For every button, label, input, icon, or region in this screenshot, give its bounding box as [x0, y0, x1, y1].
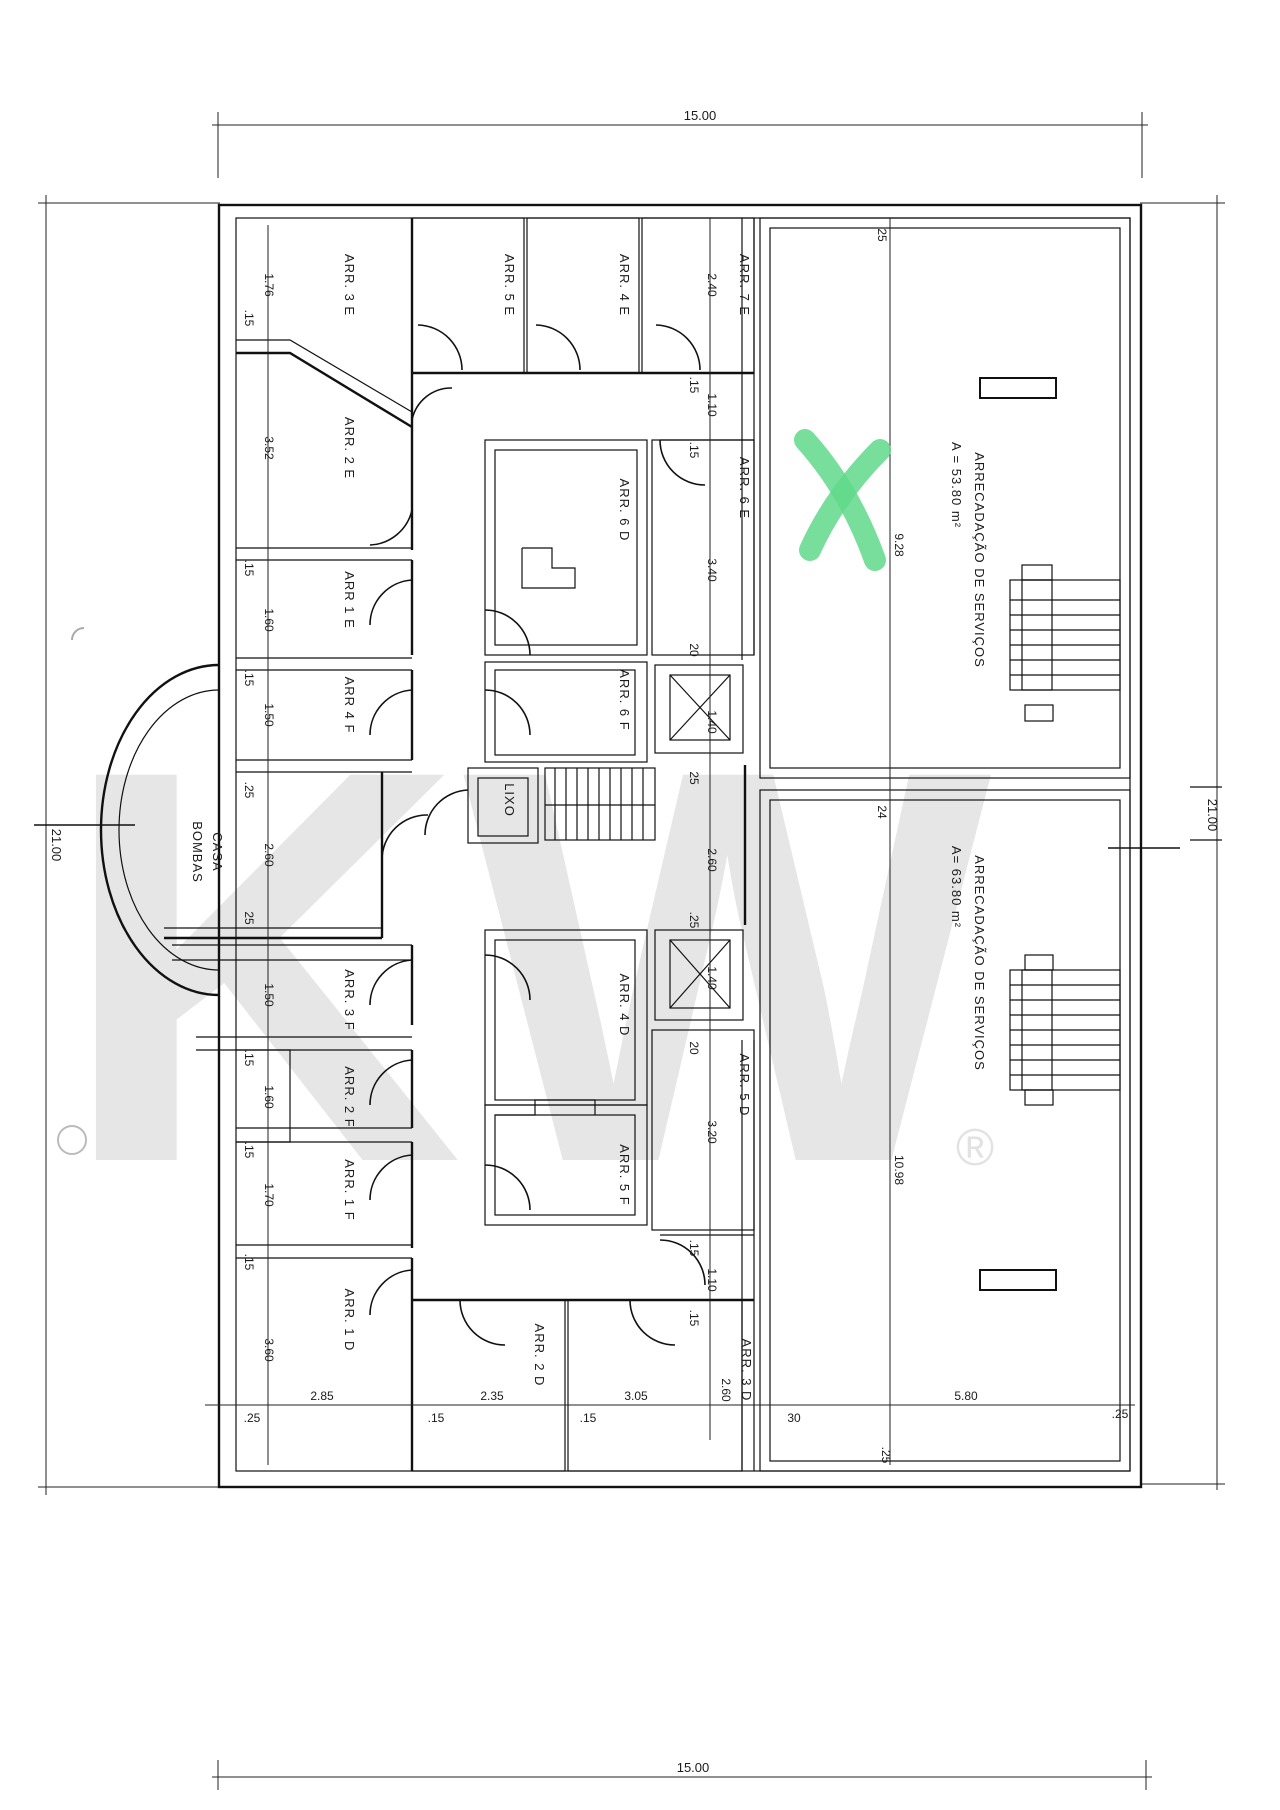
dim-label: .15 — [242, 1050, 256, 1067]
room-label-arr1d: ARR. 1 D — [342, 1289, 357, 1352]
dim-label: 25 — [875, 228, 889, 242]
check-mark-icon — [794, 429, 891, 571]
overall-dimensions: 15.00 15.00 21.00 21.00 — [34, 108, 1225, 1790]
room-label-arr5e: ARR. 5 E — [502, 254, 517, 316]
dim-label: 3.60 — [262, 1338, 276, 1362]
room-label-arr2f: ARR. 2 F — [342, 1066, 357, 1127]
dim-label: 24 — [875, 805, 889, 819]
dim-label: 2.60 — [705, 848, 719, 872]
dim-label: 1.60 — [262, 608, 276, 632]
service-storage-top-title: ARRECADAÇÃO DE SERVIÇOS — [972, 452, 987, 668]
room-label-arr3d: ARR. 3 D — [739, 1339, 754, 1402]
dim-label: 3.40 — [705, 558, 719, 582]
dim-label: 9.28 — [892, 533, 906, 557]
room-label-arr6d: ARR. 6 D — [617, 479, 632, 542]
watermark-registered-mark: ® — [956, 1119, 994, 1177]
dim-label: .15 — [242, 670, 256, 687]
room-label-arr4d: ARR. 4 D — [617, 974, 632, 1037]
dim-label: 1.70 — [262, 1183, 276, 1207]
service-stair-bottom — [1009, 954, 1121, 1106]
service-storage-top-area: A = 53.80 m² — [949, 442, 964, 528]
binder-hole — [71, 627, 85, 641]
dim-label: 1.50 — [262, 703, 276, 727]
dim-label: 30 — [787, 1411, 801, 1425]
room-label-arr1f: ARR. 1 F — [342, 1159, 357, 1220]
room-label-arr5d: ARR. 5 D — [737, 1054, 752, 1117]
dim-label: .15 — [242, 1254, 256, 1271]
dim-label: .15 — [242, 310, 256, 327]
dim-label: .15 — [428, 1411, 445, 1425]
dim-label: 20 — [687, 643, 701, 657]
dim-label: .25 — [242, 782, 256, 799]
watermark-text: KW — [59, 653, 997, 1279]
dim-label: 25 — [687, 771, 701, 785]
room-label-arr3e: ARR. 3 E — [342, 254, 357, 316]
room-labels: ARR. 3 E ARR. 5 E ARR. 4 E ARR. 7 E ARR.… — [190, 254, 987, 1402]
dim-label: 10.98 — [892, 1155, 906, 1185]
room-label-arr2d: ARR. 2 D — [532, 1324, 547, 1387]
room-label-arr2e: ARR. 2 E — [342, 417, 357, 479]
room-label-arr6e: ARR. 6 E — [737, 457, 752, 519]
dim-label: 1.40 — [705, 966, 719, 990]
dim-bottom-width: 15.00 — [677, 1760, 710, 1775]
dim-label: 1.76 — [262, 273, 276, 297]
dim-label: 20 — [687, 1041, 701, 1055]
central-stair — [545, 768, 655, 840]
dim-label: .15 — [687, 377, 701, 394]
dim-label: 2.60 — [262, 843, 276, 867]
room-label-arr4e: ARR. 4 E — [617, 254, 632, 316]
dim-label: 3.05 — [624, 1389, 648, 1403]
dim-label: .15 — [687, 1240, 701, 1257]
room-label-arr3f: ARR. 3 F — [342, 969, 357, 1030]
binder-hole — [57, 1125, 87, 1155]
dim-label: 1.60 — [262, 1085, 276, 1109]
dim-label: 2.35 — [480, 1389, 504, 1403]
dim-label: .25 — [879, 1447, 893, 1464]
dim-top-width: 15.00 — [684, 108, 717, 123]
dim-label: .15 — [242, 560, 256, 577]
dim-label: .25 — [1112, 1407, 1129, 1421]
dim-label: 2.85 — [310, 1389, 334, 1403]
dim-left-height: 21.00 — [49, 829, 64, 862]
room-label-casa: CASA — [210, 832, 225, 871]
dim-right-height: 21.00 — [1205, 799, 1220, 832]
dim-label: .15 — [242, 1142, 256, 1159]
dim-label: .25 — [687, 912, 701, 929]
watermark: KW ® — [59, 653, 997, 1279]
dim-label: 2.60 — [719, 1378, 733, 1402]
room-label-arr7e: ARR. 7 E — [737, 254, 752, 316]
dim-label: 1.50 — [262, 983, 276, 1007]
room-label-arr5f: ARR. 5 F — [617, 1144, 632, 1205]
room-label-arr1e: ARR 1 E — [342, 571, 357, 629]
dimension-labels: 1.76 .15 2.40 .15 1.10 .15 3.52 3.40 9.2… — [242, 228, 1129, 1463]
dim-label: 5.80 — [954, 1389, 978, 1403]
guide-lines — [205, 218, 1135, 1465]
dim-label: .25 — [244, 1411, 261, 1425]
service-stair-top — [1009, 564, 1121, 722]
room-label-bombas: BOMBAS — [190, 821, 205, 883]
dim-label: 1.10 — [705, 393, 719, 417]
dim-label: 25 — [242, 911, 256, 925]
dim-label: .15 — [580, 1411, 597, 1425]
dim-label: 1.40 — [705, 710, 719, 734]
dim-label: 3.52 — [262, 436, 276, 460]
service-storage-bottom-area: A= 63.80 m² — [949, 846, 964, 928]
room-label-arr6f: ARR. 6 F — [617, 669, 632, 730]
doors — [369, 324, 706, 1346]
dim-label: .15 — [687, 442, 701, 459]
dim-label: 2.40 — [705, 273, 719, 297]
room-label-lixo: LIXO — [502, 783, 517, 817]
service-storage-bottom-title: ARRECADAÇÃO DE SERVIÇOS — [972, 855, 987, 1071]
dim-label: 3.20 — [705, 1120, 719, 1144]
dim-label: 1.10 — [705, 1268, 719, 1292]
dim-label: .15 — [687, 1310, 701, 1327]
room-label-arr4f: ARR 4 F — [342, 677, 357, 734]
